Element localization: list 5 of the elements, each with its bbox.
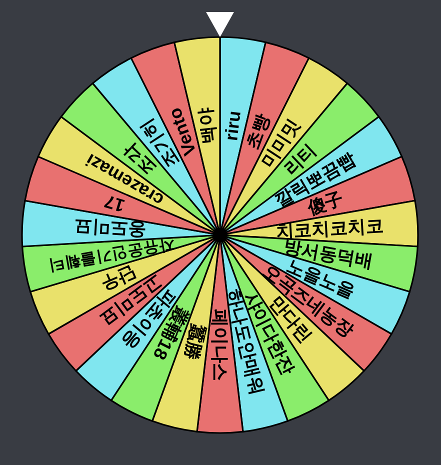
slice-label: 페이나스 <box>211 309 229 381</box>
slice-label: 옹도미묘 <box>74 218 147 240</box>
slice-label: 백야 <box>196 106 218 145</box>
slice-label: riru <box>222 110 244 142</box>
slice-label: 치코치코치코 <box>275 216 384 241</box>
